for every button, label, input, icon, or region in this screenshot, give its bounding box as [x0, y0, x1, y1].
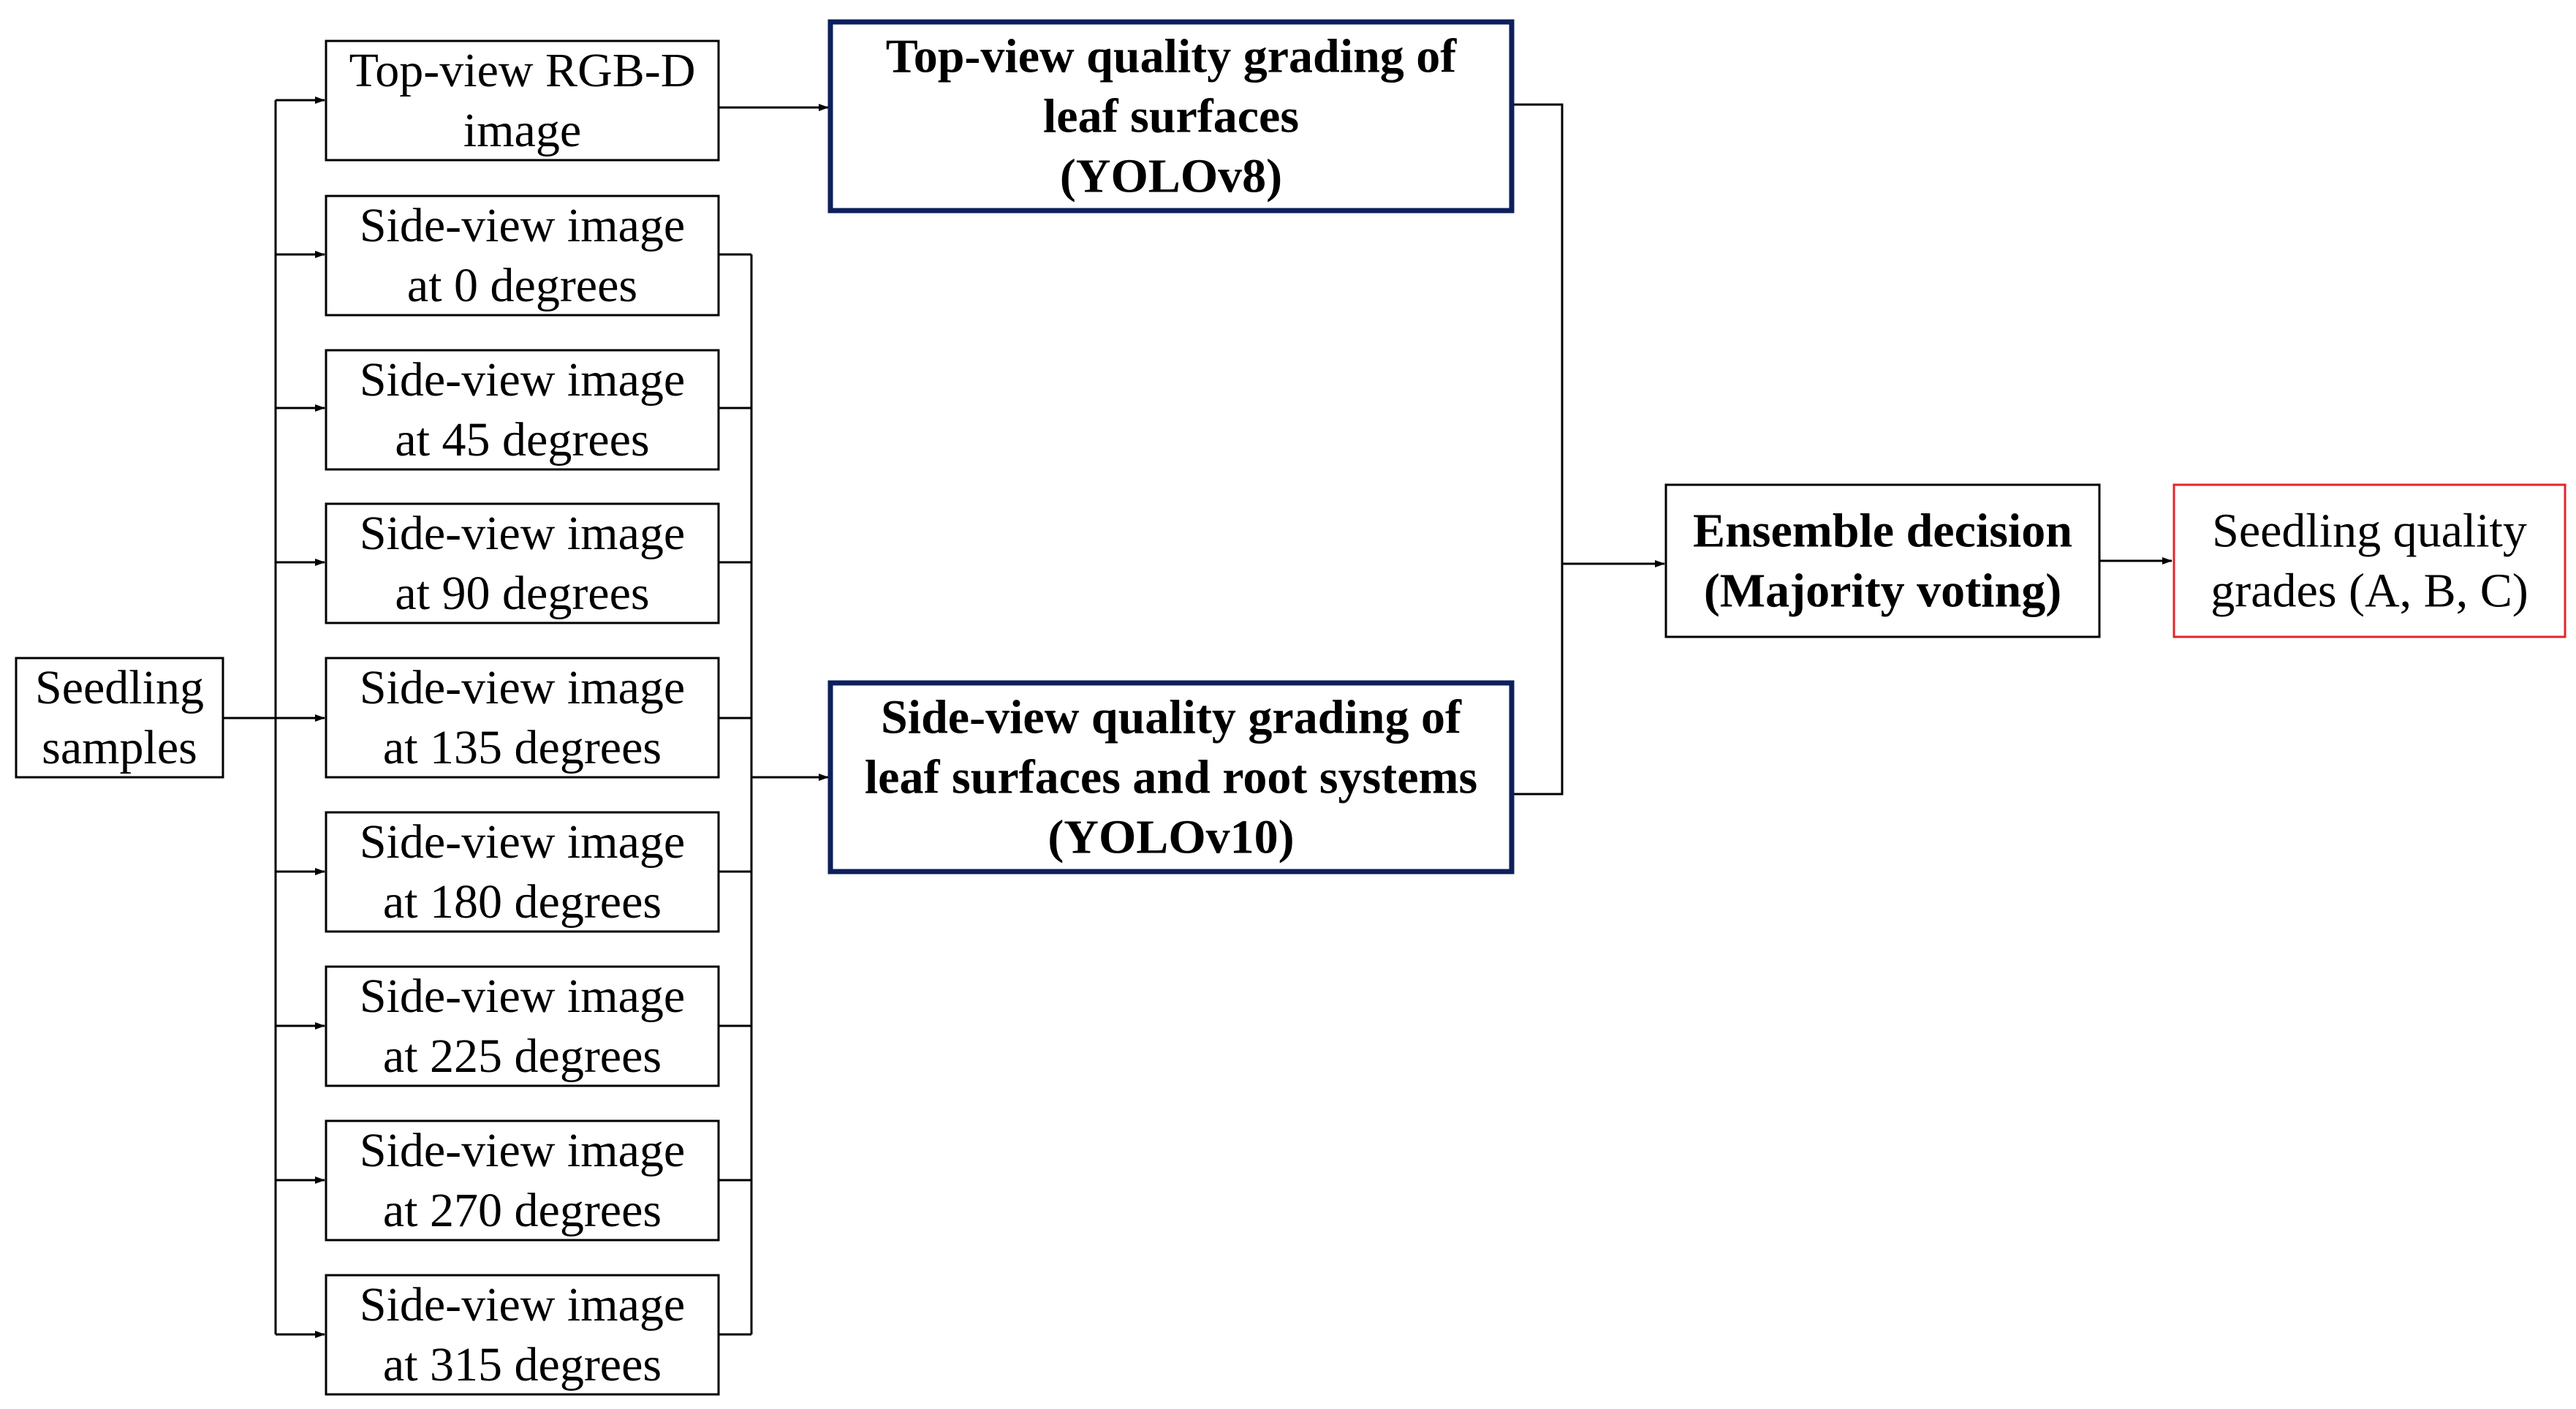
side-view-image-box-3: Side-view image at 135 degrees: [325, 657, 720, 779]
side-view-image-box-1-label-line-1: Side-view image: [360, 353, 685, 407]
side-view-image-box-3-label-line-1: Side-view image: [360, 661, 685, 714]
top-view-model-box-label-line-2: leaf surfaces: [1043, 90, 1299, 143]
side-view-image-box-0-border: [325, 194, 720, 317]
side-view-image-box-6-label-line-1: Side-view image: [360, 1124, 685, 1177]
side-view-image-box-5-label-line-2: at 225 degrees: [383, 1030, 662, 1083]
top-view-model-box-label-line-3: (YOLOv8): [1060, 150, 1282, 203]
side-view-model-box-label-line-2: leaf surfaces and root systems: [865, 751, 1477, 804]
connector-lines: [223, 97, 2172, 1338]
connector-top-model-to-merge: [1512, 103, 1564, 564]
top-view-image-box: Top-view RGB-D image: [325, 39, 720, 162]
side-view-image-box-4: Side-view image at 180 degrees: [325, 811, 720, 933]
side-view-image-box-1: Side-view image at 45 degrees: [325, 349, 720, 471]
side-view-image-box-0-label-line-1: Side-view image: [360, 199, 685, 252]
top-view-model-box-label-line-1: Top-view quality grading of: [886, 30, 1458, 83]
connector-side-model-to-merge: [1512, 564, 1564, 796]
side-view-image-box-2-label-line-2: at 90 degrees: [395, 567, 649, 620]
side-view-model-box-border: [827, 680, 1515, 875]
diagram-nodes: Seedling samples Top-view RGB-D imageSide-v…: [15, 19, 2566, 1396]
side-view-image-box-2-label-line-1: Side-view image: [360, 507, 685, 560]
top-view-image-box-label-line-2: image: [463, 104, 581, 157]
side-view-image-box-5-border: [325, 965, 720, 1087]
side-view-image-box-4-label-line-2: at 180 degrees: [383, 875, 662, 929]
side-view-image-box-7-label-line-1: Side-view image: [360, 1278, 685, 1331]
side-view-model-box: Side-view quality grading of leaf surface…: [827, 680, 1515, 875]
seedling-samples-box-border: [15, 657, 224, 779]
side-view-image-box-7: Side-view image at 315 degrees: [325, 1274, 720, 1396]
ensemble-decision-box: Ensemble decision (Majority voting): [1664, 483, 2101, 638]
side-view-image-box-6-label-line-2: at 270 degrees: [383, 1184, 662, 1237]
side-view-image-box-7-border: [325, 1274, 720, 1396]
ensemble-decision-box-label-line-2: (Majority voting): [1704, 564, 2061, 618]
seedling-quality-grades-box-label-line-2: grades (A, B, C): [2211, 564, 2528, 618]
top-view-image-box-label-line-1: Top-view RGB-D: [349, 44, 696, 97]
ensemble-decision-box-label-line-1: Ensemble decision: [1693, 505, 2072, 558]
side-view-image-box-1-label-line-2: at 45 degrees: [395, 413, 649, 466]
side-view-model-box-label-line-3: (YOLOv10): [1048, 811, 1294, 864]
side-view-image-box-7-label-line-2: at 315 degrees: [383, 1338, 662, 1391]
top-view-model-box-border: [827, 19, 1515, 214]
seedling-samples-box: Seedling samples: [15, 657, 224, 779]
seedling-quality-grades-box: Seedling quality grades (A, B, C): [2172, 483, 2566, 638]
top-view-model-box: Top-view quality grading of leaf surfaces…: [827, 19, 1515, 214]
seedling-quality-grades-box-label-line-1: Seedling quality: [2212, 505, 2527, 558]
side-view-image-box-4-border: [325, 811, 720, 933]
side-view-image-box-0-label-line-2: at 0 degrees: [407, 259, 637, 312]
side-view-image-box-5-label-line-1: Side-view image: [360, 970, 685, 1023]
side-view-image-box-3-border: [325, 657, 720, 779]
seedling-quality-grades-box-border: [2172, 483, 2566, 638]
side-view-image-box-2: Side-view image at 90 degrees: [325, 502, 720, 624]
side-view-image-box-4-label-line-1: Side-view image: [360, 815, 685, 869]
side-view-image-box-1-border: [325, 349, 720, 471]
side-view-image-box-6-border: [325, 1119, 720, 1242]
side-view-image-box-6: Side-view image at 270 degrees: [325, 1119, 720, 1242]
top-view-image-box-border: [325, 39, 720, 162]
side-view-image-box-3-label-line-2: at 135 degrees: [383, 721, 662, 774]
side-view-image-box-5: Side-view image at 225 degrees: [325, 965, 720, 1087]
seedling-samples-box-label-line-2: samples: [42, 721, 197, 774]
side-view-image-box-2-border: [325, 502, 720, 624]
side-view-model-box-label-line-1: Side-view quality grading of: [881, 691, 1462, 744]
side-view-image-box-0: Side-view image at 0 degrees: [325, 194, 720, 317]
seedling-samples-box-label-line-1: Seedling: [35, 661, 204, 714]
ensemble-decision-box-border: [1664, 483, 2101, 638]
